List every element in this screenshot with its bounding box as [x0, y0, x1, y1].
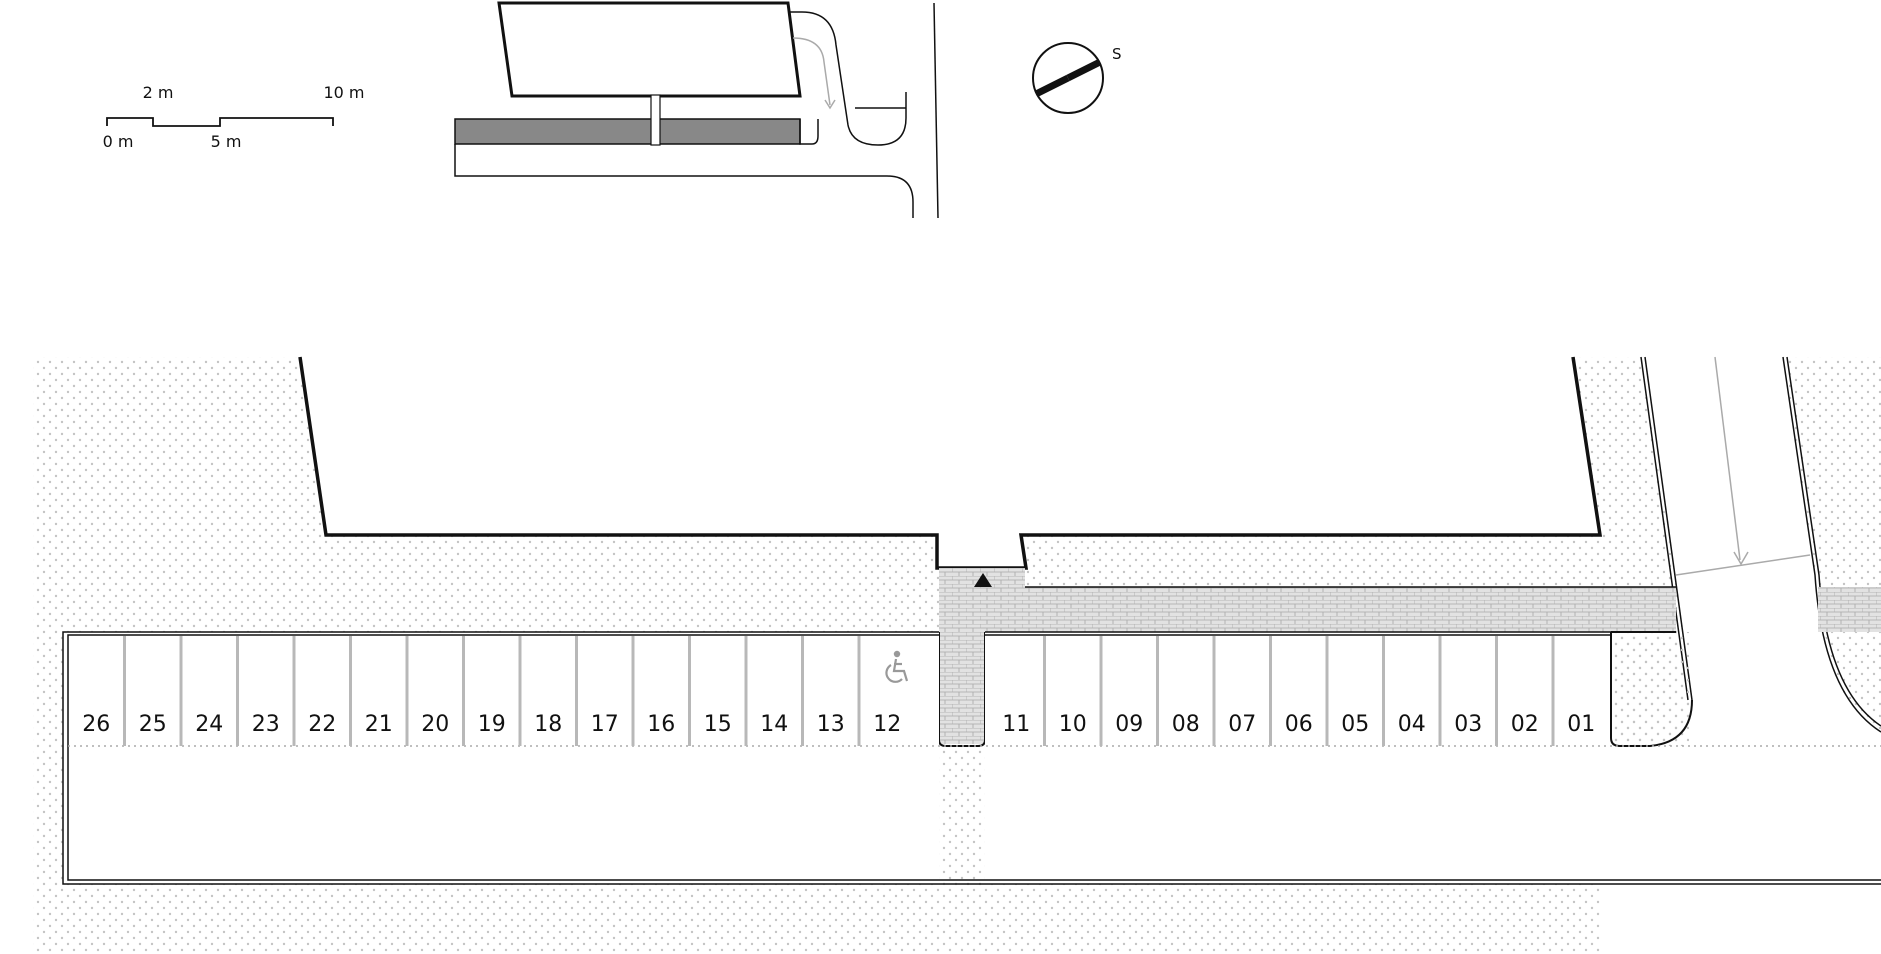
- scale-bar-line: [106, 117, 334, 127]
- parking-aisle-right: [985, 746, 1881, 884]
- key-plan-building: [497, 1, 802, 98]
- walkway-pavers-right: [1818, 587, 1881, 632]
- key-plan-entrance-path: [650, 94, 661, 146]
- key-plan-road-line-inner: [929, 3, 933, 218]
- key-plan-road-edge: [454, 144, 914, 218]
- scale-label-10m: 10 m: [323, 83, 364, 102]
- parking-space-number: 09: [1115, 712, 1143, 737]
- driveway-flow-line: [1714, 356, 1741, 561]
- parking-space-number: 24: [195, 712, 223, 737]
- driveway-flow-arrow: [1733, 551, 1749, 566]
- driveway-edge-right: [1782, 356, 1881, 733]
- compass: S: [1032, 42, 1122, 114]
- stall-dividers: [123, 636, 1555, 746]
- parking-space-number: 15: [704, 712, 732, 737]
- parking-space-number: 19: [478, 712, 506, 737]
- key-plan: [454, 1, 939, 219]
- key-plan-driveway: [789, 11, 907, 146]
- compass-needle-tail: [1034, 74, 1070, 98]
- parking-space-number: 20: [421, 712, 449, 737]
- scale-label-0m: 0 m: [103, 132, 134, 151]
- parking-space-number: 13: [817, 712, 845, 737]
- lot-perimeter-outer: [62, 631, 1881, 885]
- parking-space-number: 21: [365, 712, 393, 737]
- key-plan-flow-arrow: [824, 99, 836, 110]
- compass-needle-icon: [1066, 58, 1102, 82]
- parking-space-number: 16: [647, 712, 675, 737]
- space-numbers: 26 25 24 23 22 21 20 19 18 17 16 15 14 13 12 11 10 09 08 07…: [82, 712, 1595, 737]
- key-plan-parking-strip: [454, 118, 801, 145]
- parking-aisle-left: [66, 746, 939, 884]
- parking-space-number: 22: [308, 712, 336, 737]
- building-footprint: [300, 357, 1600, 568]
- parking-space-number: 23: [252, 712, 280, 737]
- parking-space-number: 14: [760, 712, 788, 737]
- wheelchair-icon: [885, 650, 909, 683]
- main-plan: 26 25 24 23 22 21 20 19 18 17 16 15 14 13 12 11 10 09 08 07…: [33, 356, 1881, 954]
- compass-label: S: [1112, 45, 1122, 63]
- entrance-arrow-icon: [974, 573, 992, 587]
- parking-space-number: 02: [1511, 712, 1539, 737]
- scale-label-2m: 2 m: [143, 83, 174, 102]
- key-plan-flow-line: [792, 37, 831, 106]
- parking-space-number: 07: [1228, 712, 1256, 737]
- parking-space-number: 11: [1002, 712, 1030, 737]
- parking-space-number: 26: [82, 712, 110, 737]
- parking-space-number: 18: [534, 712, 562, 737]
- parking-space-number: 25: [139, 712, 167, 737]
- driveway-flow-line-2: [1675, 554, 1811, 576]
- parking-space-number: 08: [1172, 712, 1200, 737]
- parking-space-number: 01: [1567, 712, 1595, 737]
- scale-label-5m: 5 m: [211, 132, 242, 151]
- lot-perimeter-inner: [67, 634, 1881, 881]
- planter-island: [1611, 632, 1689, 746]
- scale-bar: 0 m 2 m 5 m 10 m: [103, 83, 365, 151]
- parking-space-number: 03: [1454, 712, 1482, 737]
- parking-space-number: 04: [1398, 712, 1426, 737]
- entrance-path-pavers: [939, 632, 985, 744]
- key-plan-curb: [799, 119, 819, 145]
- parking-space-number: 12: [873, 712, 901, 737]
- parking-space-number: 10: [1059, 712, 1087, 737]
- walkway-pavers: [1025, 587, 1676, 632]
- parking-space-number: 06: [1285, 712, 1313, 737]
- parking-space-number: 17: [591, 712, 619, 737]
- parking-space-number: 05: [1341, 712, 1369, 737]
- key-plan-road-line: [933, 2, 939, 219]
